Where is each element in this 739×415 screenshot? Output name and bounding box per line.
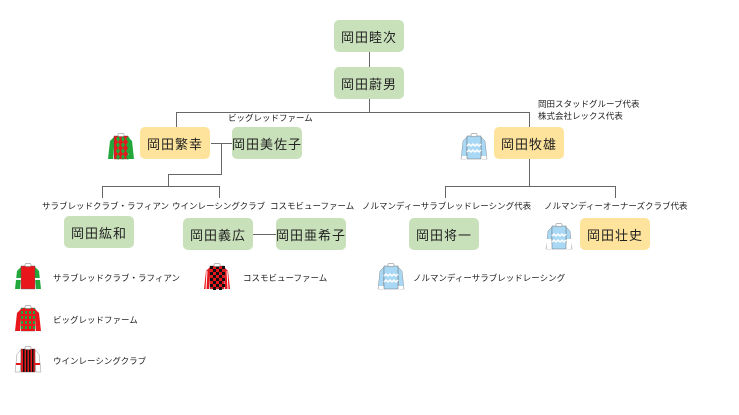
racing-silks-icon — [545, 222, 573, 250]
connector — [168, 174, 222, 175]
connector — [369, 52, 370, 67]
legend-label: ウインレーシングクラブ — [53, 357, 147, 367]
marriage-line — [253, 234, 276, 235]
connector — [168, 174, 169, 186]
connector — [221, 143, 222, 174]
person-shigeo: 岡田蔚男 — [334, 67, 404, 99]
person-makio: 岡田牧雄 — [494, 127, 564, 159]
racing-silks-icon — [107, 132, 135, 160]
person-takeshi: 岡田壮史 — [580, 218, 650, 250]
legend-label: コスモビューファーム — [243, 274, 328, 284]
person-hirokazu: 岡田紘和 — [64, 216, 134, 248]
person-yoshihiro: 岡田義広 — [183, 218, 253, 250]
role-akiko: コスモビューファーム — [270, 202, 355, 212]
legend-label: サラブレッドクラブ・ラフィアン — [53, 274, 180, 284]
connector — [102, 186, 220, 187]
role-shoichi: ノルマンディーサラブレッドレーシング代表 — [362, 202, 532, 212]
person-mutsuji: 岡田睦次 — [334, 20, 404, 52]
legend-label: ノルマンディーサラブレッドレーシング — [413, 274, 566, 284]
connector — [176, 112, 177, 127]
person-misako: 岡田美佐子 — [232, 127, 302, 159]
connector — [445, 186, 446, 198]
role-takeshi: ノルマンディーオーナーズクラブ代表 — [544, 202, 688, 212]
legend-silks-icon — [203, 262, 231, 290]
role-makio-2: 株式会社レックス代表 — [538, 112, 623, 122]
connector — [219, 186, 220, 198]
legend-silks-icon — [14, 304, 42, 332]
connector — [529, 159, 530, 186]
connector — [102, 186, 103, 198]
role-hirokazu: サラブレッドクラブ・ラフィアン — [42, 202, 169, 212]
legend-label: ビッグレッドファーム — [53, 316, 138, 326]
connector — [445, 186, 616, 187]
racing-silks-icon — [460, 132, 488, 160]
person-shoichi: 岡田将一 — [409, 218, 479, 250]
legend-silks-icon — [377, 262, 405, 290]
person-akiko: 岡田亜希子 — [276, 218, 346, 250]
person-shigeyuki: 岡田繁幸 — [140, 127, 210, 159]
connector — [615, 186, 616, 198]
connector — [369, 98, 370, 112]
role-misako: ビッグレッドファーム — [228, 114, 313, 124]
role-makio-1: 岡田スタッドグループ代表 — [538, 100, 640, 110]
connector — [529, 112, 530, 127]
legend-silks-icon — [14, 262, 42, 290]
role-yoshihiro: ウインレーシングクラブ — [172, 202, 266, 212]
connector — [176, 112, 530, 113]
legend-silks-icon — [14, 345, 42, 373]
